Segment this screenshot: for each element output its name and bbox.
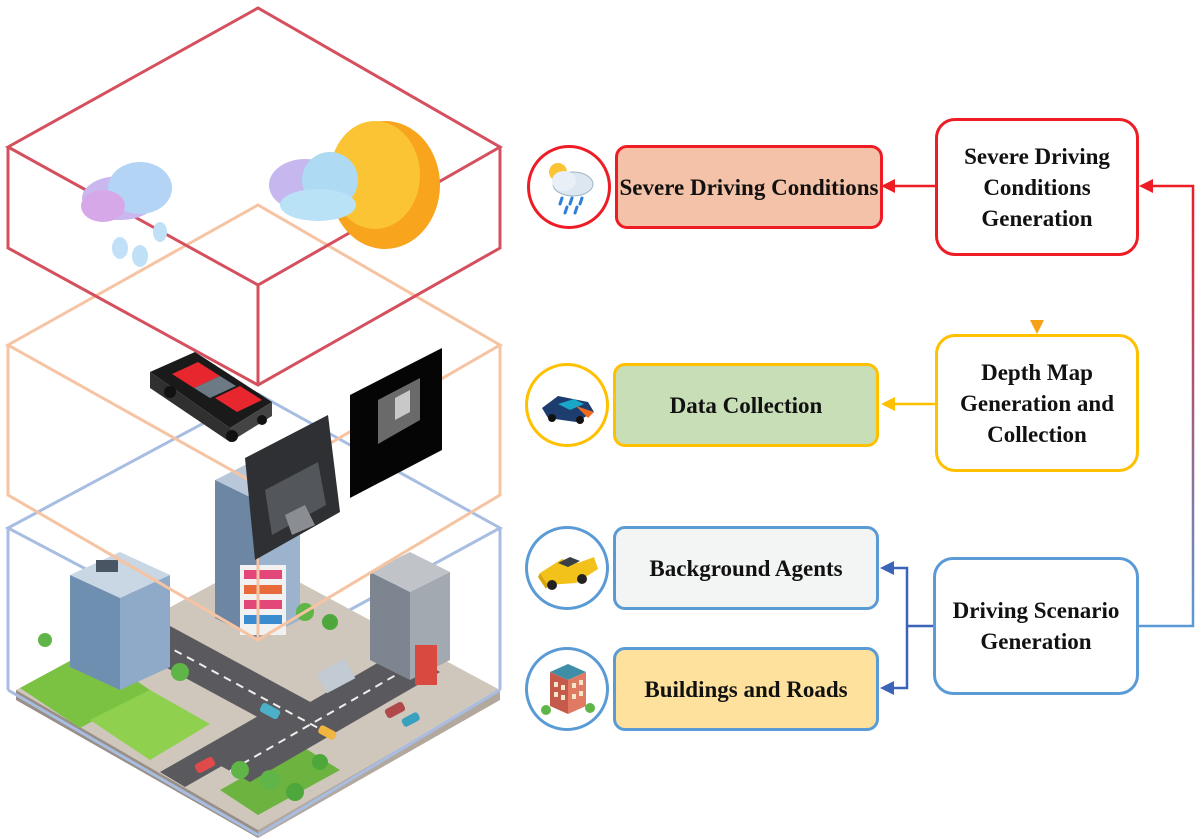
arrow-feedback-head [1139,179,1153,193]
data-collection-label: Data Collection [613,363,879,447]
pickup-truck-icon [525,526,609,610]
sensor-car [150,352,272,442]
data-label-text: Data Collection [669,392,823,418]
severe-gen-text: Severe Driving Conditions Generation [964,143,1110,231]
sensor-car-icon [525,363,609,447]
depth-map-generation-box: Depth Map Generation and Collection [935,334,1139,472]
background-agents-label: Background Agents [613,526,879,610]
arrow-buildings-head [880,681,894,695]
severe-conditions-generation-box: Severe Driving Conditions Generation [935,118,1139,256]
severe-driving-conditions-label: Severe Driving Conditions [615,145,883,229]
building-icon [525,647,609,731]
scenario-gen-text: Driving Scenario Generation [952,598,1120,654]
camera-image [245,415,340,560]
depth-gen-text: Depth Map Generation and Collection [960,359,1114,447]
arrow-background-head [880,561,894,575]
rain-cloud-icon [81,162,172,267]
background-label-text: Background Agents [649,555,843,581]
sun-cloud-icon [269,121,440,249]
city-buildings [38,460,450,801]
arrow-severe-head [881,179,895,193]
rain-sun-cloud-icon [527,145,611,229]
arrow-background [893,566,909,626]
buildings-and-roads-label: Buildings and Roads [613,647,879,731]
buildings-label-text: Buildings and Roads [644,676,848,702]
weather-layer [4,6,504,387]
arrow-buildings [893,626,909,690]
driving-scenario-generation-box: Driving Scenario Generation [933,557,1139,695]
layered-city-illustration [4,6,504,838]
depth-map-image [350,348,442,498]
arrow-down-head [1030,320,1044,334]
arrow-data-head [881,397,895,411]
arrow-feedback [1139,184,1195,628]
severe-label-text: Severe Driving Conditions [619,174,879,200]
